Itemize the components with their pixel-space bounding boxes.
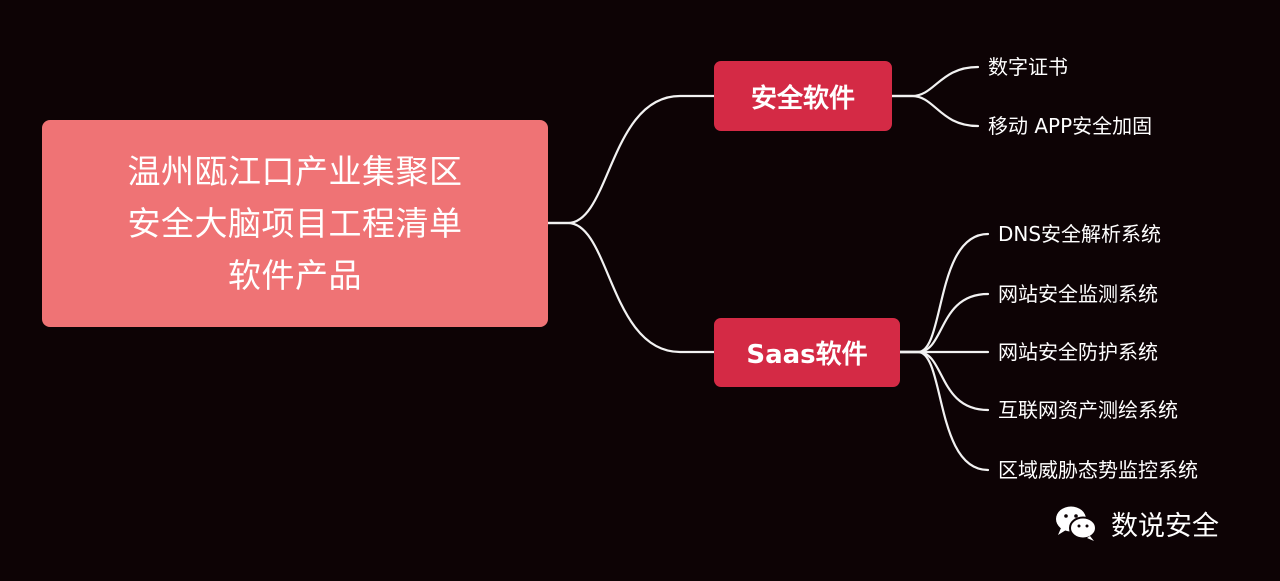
leaf-website-monitoring: 网站安全监测系统	[998, 282, 1158, 306]
connector-security-to-digital-cert	[890, 65, 980, 98]
watermark-text: 数说安全	[1111, 510, 1219, 542]
connector-saas-to-asset-mapping	[898, 350, 990, 412]
root-title-line-1: 温州瓯江口产业集聚区	[127, 151, 463, 191]
connector-security-to-app-hardening	[890, 94, 980, 128]
root-title-line-3: 软件产品	[228, 255, 362, 295]
leaf-website-protection: 网站安全防护系统	[998, 340, 1158, 364]
connector-saas-to-threat-monitor	[898, 350, 990, 472]
watermark: 数说安全	[1053, 503, 1219, 543]
connector-root-to-security-software	[546, 94, 716, 225]
connector-root-to-saas-software	[546, 221, 716, 354]
connector-saas-to-web-monitor	[898, 292, 990, 354]
wechat-icon	[1056, 506, 1097, 541]
connector-saas-to-dns	[898, 232, 990, 354]
leaf-regional-threat-monitoring: 区域威胁态势监控系统	[998, 458, 1198, 482]
leaf-mobile-app-hardening: 移动 APP安全加固	[988, 114, 1153, 138]
branch-node-saas-software: Saas软件	[714, 318, 900, 387]
leaf-internet-asset-mapping: 互联网资产测绘系统	[998, 398, 1178, 422]
leaf-digital-certificate: 数字证书	[988, 55, 1068, 79]
root-node: 温州瓯江口产业集聚区 安全大脑项目工程清单 软件产品	[42, 120, 548, 327]
root-title-line-2: 安全大脑项目工程清单	[127, 203, 463, 243]
branch-node-security-software: 安全软件	[714, 61, 892, 131]
leaf-dns-security: DNS安全解析系统	[998, 222, 1162, 246]
